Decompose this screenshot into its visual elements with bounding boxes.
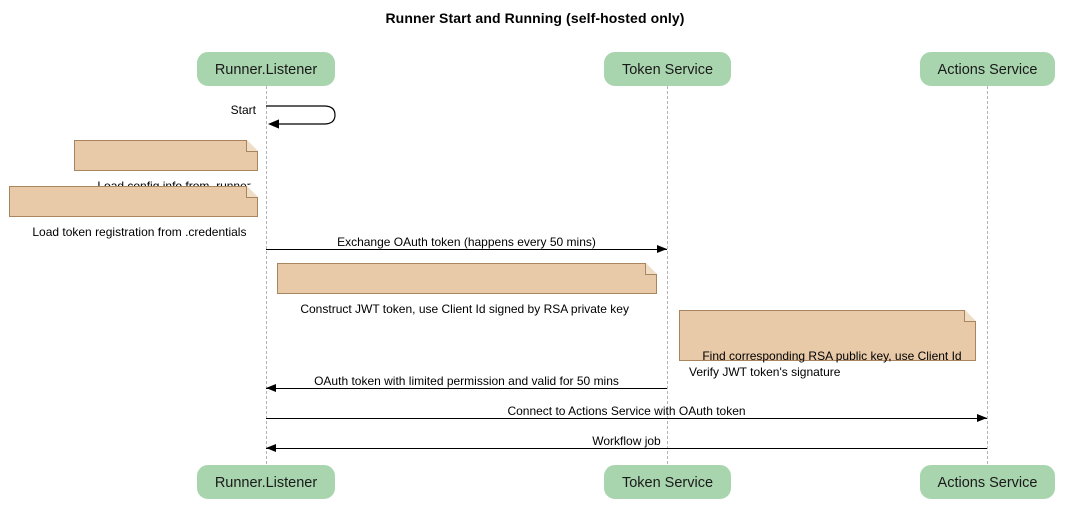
participant-header-runner[interactable]: Runner.Listener [197,52,335,86]
self-message-loop-start [266,104,346,132]
note-verify-jwt-token: Find corresponding RSA public key, use C… [679,309,976,379]
participant-header-token[interactable]: Token Service [604,52,731,86]
self-message-label-start: Start [230,103,256,117]
note-fold-icon [246,185,258,198]
note-fold-icon [964,309,976,322]
message-line-oauth-token-return [266,388,667,389]
message-label-connect-actions-service: Connect to Actions Service with OAuth to… [507,404,746,418]
arrow-head-icon [266,383,276,392]
message-line-exchange-oauth-token [266,249,667,250]
arrow-head-icon [657,244,667,253]
note-text: Find corresponding RSA public key, use C… [689,349,962,379]
message-label-oauth-token-return: OAuth token with limited permission and … [314,374,619,388]
participant-footer-actions[interactable]: Actions Service [920,465,1055,499]
note-fold-icon [246,139,258,152]
participant-header-actions[interactable]: Actions Service [920,52,1055,86]
note-construct-jwt-token: Construct JWT token, use Client Id signe… [277,262,657,316]
participant-footer-runner[interactable]: Runner.Listener [197,465,335,499]
message-label-workflow-job: Workflow job [592,434,661,448]
lifeline-token [667,86,668,464]
page-title: Runner Start and Running (self-hosted on… [385,10,685,26]
lifeline-runner [266,86,267,464]
note-fold-icon [645,262,657,275]
note-load-token-registration: Load token registration from .credential… [9,185,258,239]
message-line-workflow-job [266,448,987,449]
note-text: Load token registration from .credential… [32,225,247,239]
lifeline-actions [987,86,988,464]
arrow-head-icon [266,443,276,452]
arrow-head-icon [977,413,987,422]
message-line-connect-actions-service [266,418,987,419]
note-load-config-info: Load config info from .runner [74,139,258,193]
note-text: Construct JWT token, use Client Id signe… [300,302,629,316]
message-label-exchange-oauth-token: Exchange OAuth token (happens every 50 m… [337,235,596,249]
participant-footer-token[interactable]: Token Service [604,465,731,499]
